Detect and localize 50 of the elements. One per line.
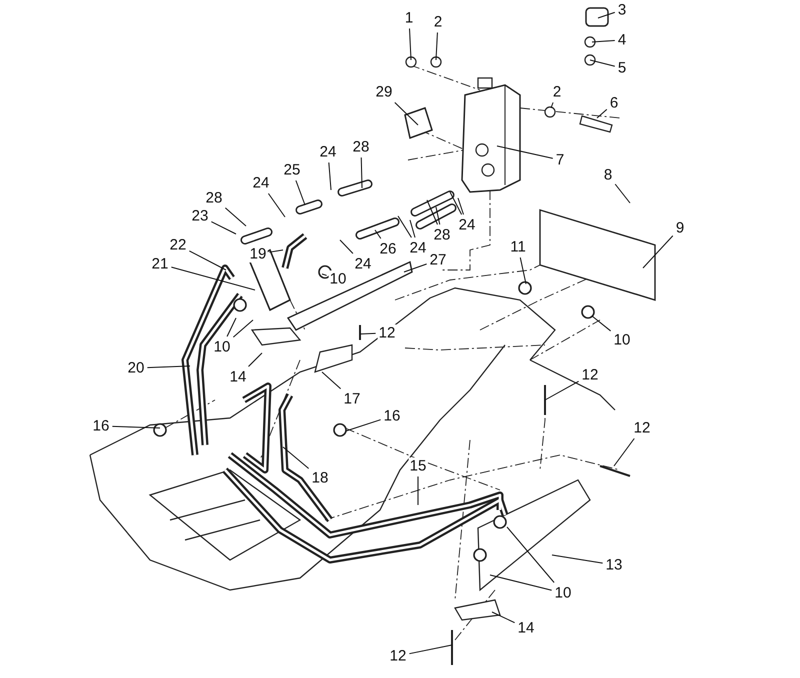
leader-line [436, 32, 438, 60]
leader-line [170, 266, 256, 290]
leader-line [458, 198, 464, 215]
leader-line [374, 230, 382, 239]
leader-line [490, 574, 552, 591]
leader-line [408, 644, 452, 654]
leader-line [322, 274, 328, 276]
leader-line [328, 162, 332, 190]
leader-line [642, 235, 674, 268]
leader-line [146, 366, 190, 368]
leader-line [340, 240, 354, 254]
leader-line [268, 193, 286, 218]
leader-line [210, 221, 236, 234]
leader-line [590, 60, 616, 67]
leader-line [360, 157, 362, 188]
leader-line [492, 612, 516, 624]
leader-line [360, 332, 376, 334]
leader-line [598, 12, 616, 18]
leader-line [506, 526, 555, 583]
leader-line [544, 380, 580, 400]
leader-line [592, 40, 616, 42]
leader-line [426, 200, 438, 225]
leader-line [496, 146, 554, 159]
leader-line [614, 438, 635, 466]
leader-line [436, 206, 440, 225]
leader-line [550, 102, 554, 108]
leader-line [520, 257, 526, 284]
callout-number: 19 [248, 246, 268, 262]
leader-line [322, 372, 342, 390]
leader-line [596, 108, 608, 118]
leader-line [295, 180, 306, 206]
leader-line [282, 446, 310, 469]
leader-line [410, 220, 416, 238]
leader-line [404, 264, 428, 272]
callout-number: 12 [378, 324, 396, 342]
leader-line [450, 192, 462, 215]
leader-line [268, 250, 284, 253]
leader-line [226, 318, 236, 337]
leader-line [248, 352, 262, 367]
leader-line [394, 102, 418, 126]
leader-line [409, 28, 412, 60]
leader-line [592, 316, 612, 332]
leader-line [232, 320, 254, 338]
leader-line [112, 426, 160, 428]
leader-line [552, 554, 604, 564]
leader-line [398, 216, 412, 238]
leader-line [188, 250, 226, 270]
leader-line [224, 207, 246, 226]
leader-line [614, 184, 630, 204]
leader-line [346, 419, 382, 432]
